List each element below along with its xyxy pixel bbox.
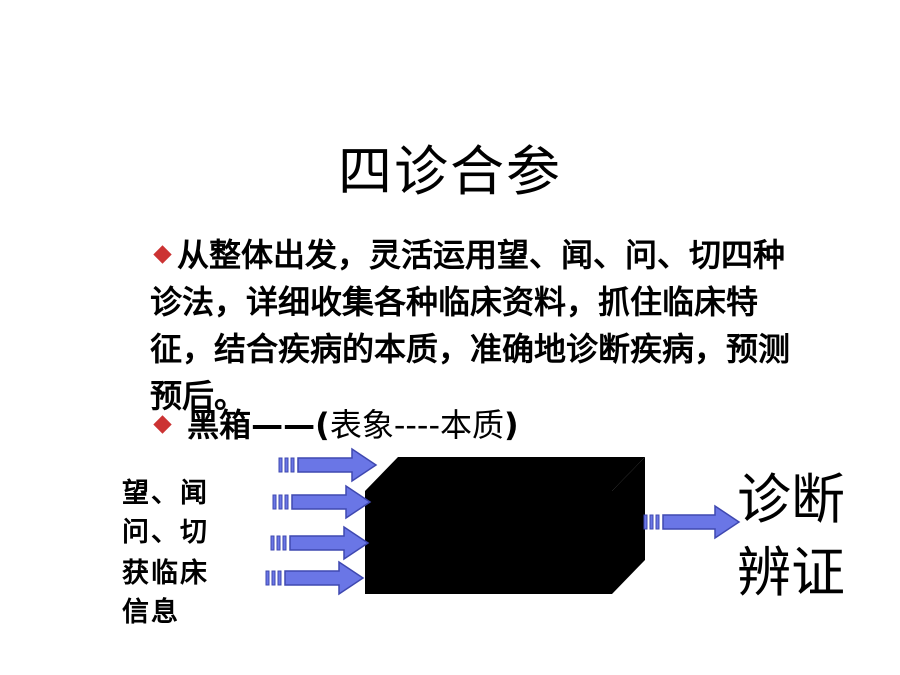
left-label-line-4: 信息 xyxy=(122,597,180,628)
bullet-1-text: 从整体出发，灵活运用望、闻、问、切四种诊法，详细收集各种临床资料，抓住临床特征，… xyxy=(150,236,791,415)
bullet-paragraph-2: 黑箱——(表象----本质) xyxy=(150,405,800,445)
left-label-line-1: 望、闻 xyxy=(122,478,209,509)
bullet-paragraph-1: 从整体出发，灵活运用望、闻、问、切四种诊法，详细收集各种临床资料，抓住临床特征，… xyxy=(150,232,800,420)
input-arrow xyxy=(278,447,378,483)
black-box xyxy=(365,457,645,594)
left-label-line-3: 获临床 xyxy=(122,558,209,589)
left-label-line-2: 问、切 xyxy=(122,517,209,548)
input-arrow xyxy=(270,525,370,561)
output-arrow xyxy=(643,504,741,540)
phenomenon-essence-text: 表象----本质 xyxy=(329,406,505,444)
black-box-label: 黑箱——( xyxy=(187,406,330,444)
black-box-top xyxy=(365,457,645,491)
black-box-side xyxy=(612,457,645,594)
right-label-line-1: 诊断 xyxy=(737,468,845,531)
input-arrow xyxy=(272,484,372,520)
right-label-line-2: 辨证 xyxy=(737,541,845,604)
input-arrow xyxy=(265,560,365,596)
close-paren: ) xyxy=(504,406,519,444)
black-box-front xyxy=(365,491,612,594)
slide-title: 四诊合参 xyxy=(338,140,562,203)
